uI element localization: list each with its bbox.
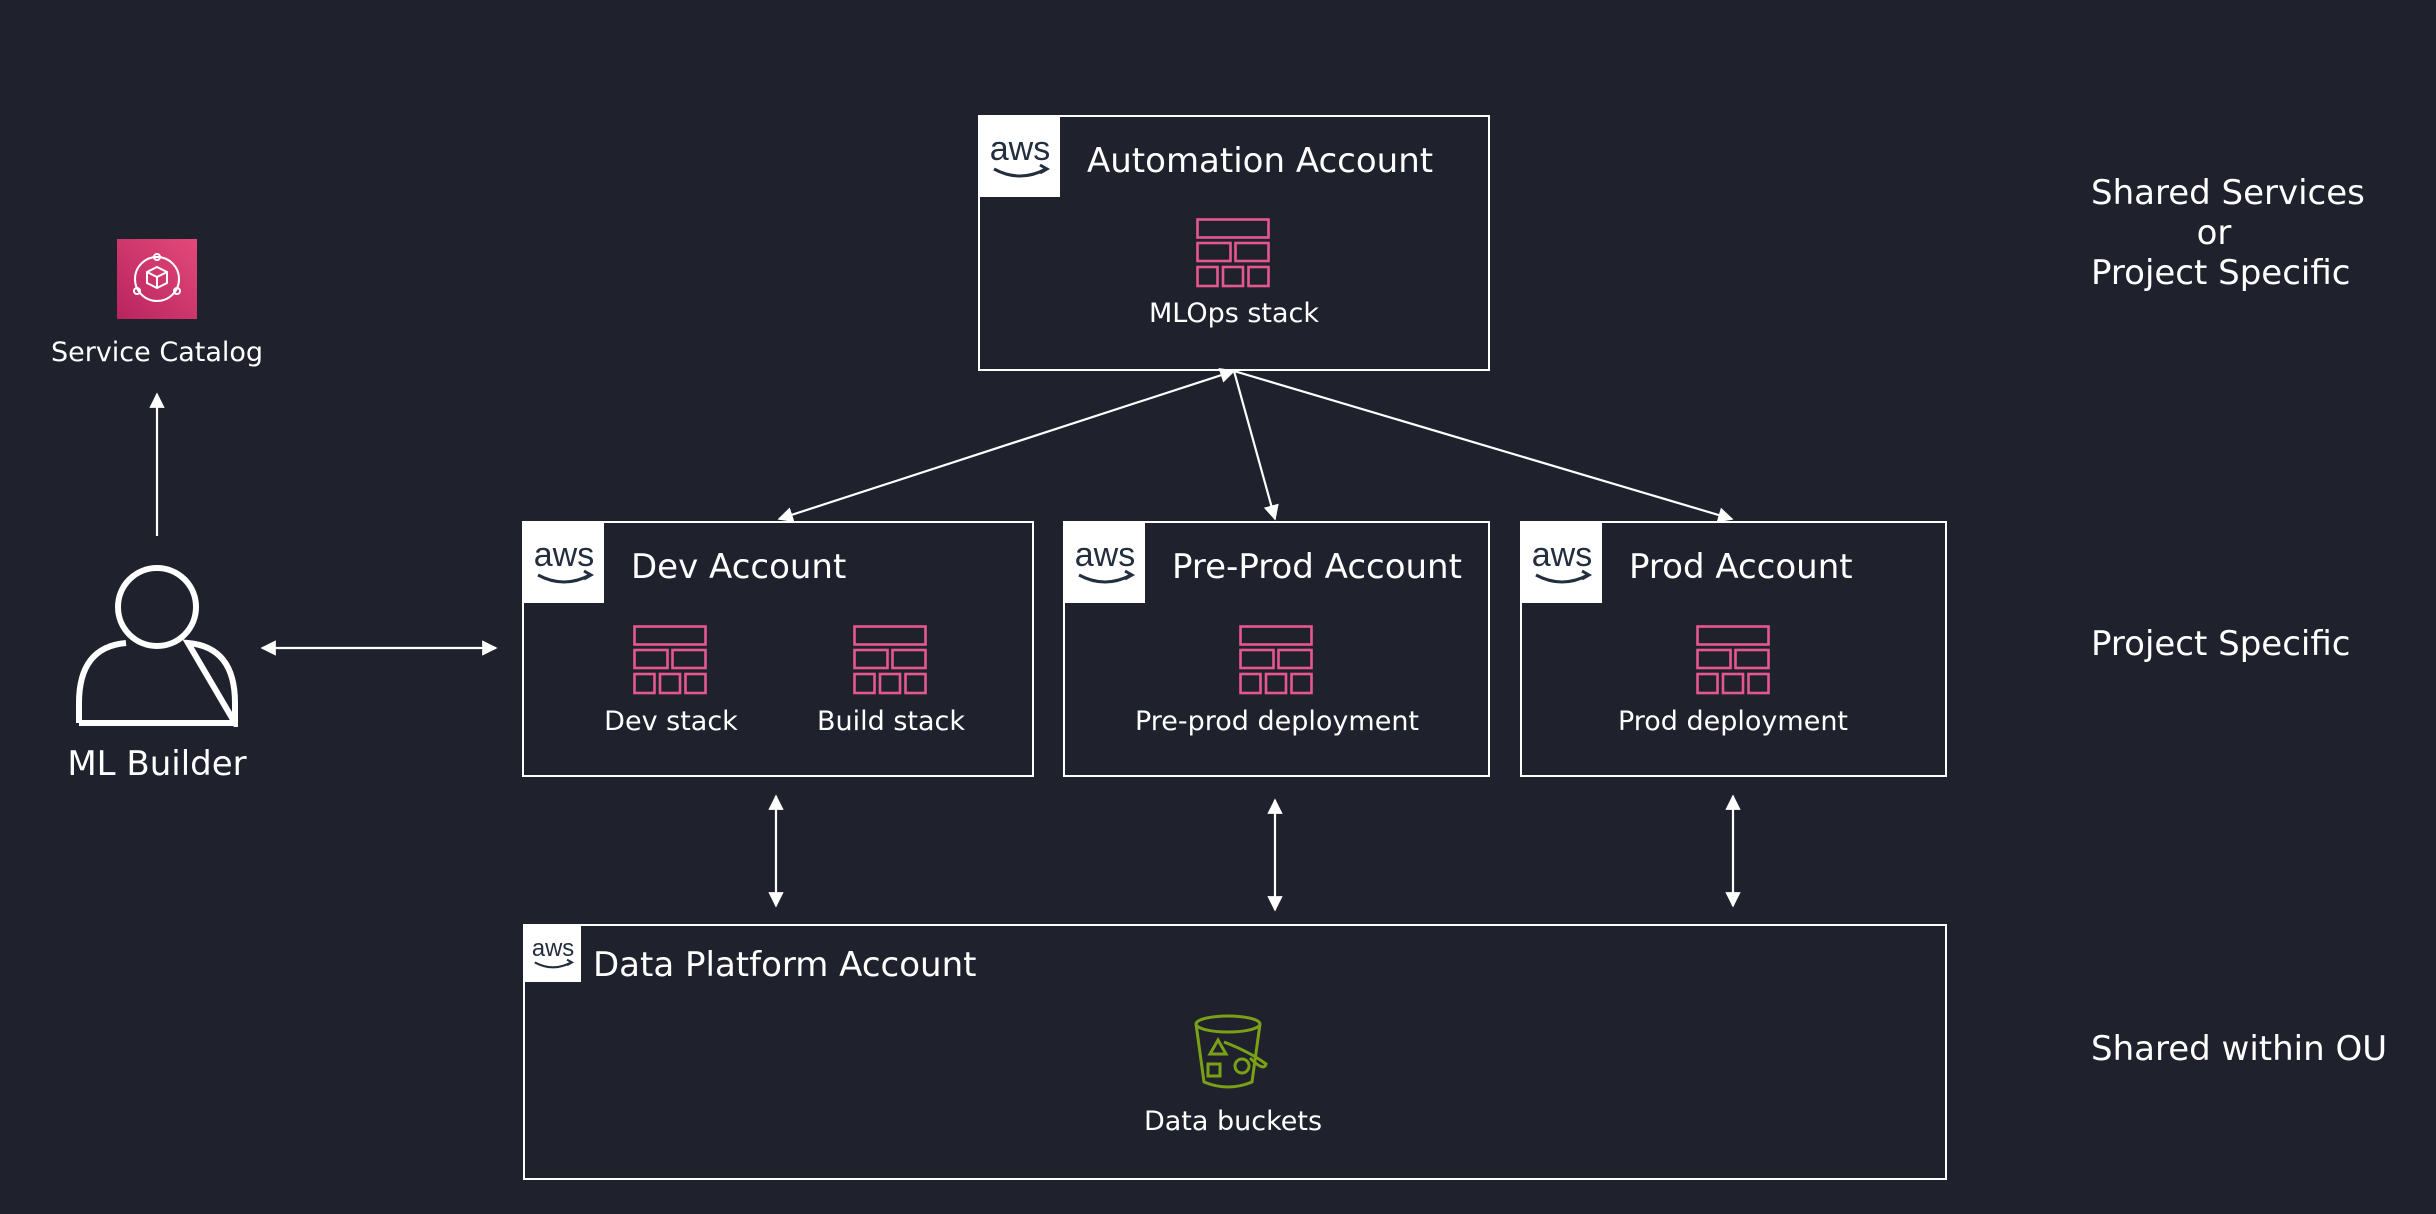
service-catalog-icon [117, 239, 197, 319]
service-catalog-label: Service Catalog [50, 337, 264, 368]
aws-logo-icon: aws [524, 523, 604, 603]
svg-text:aws: aws [1532, 536, 1592, 574]
tier-label-top: Shared Services or Project Specific [2091, 173, 2365, 293]
build-stack-icon [853, 625, 927, 695]
data-platform-account-title: Data Platform Account [593, 945, 977, 985]
prod-account-box: aws Prod Account [1520, 521, 1947, 777]
data-buckets-label: Data buckets [1143, 1106, 1323, 1137]
svg-text:aws: aws [1075, 536, 1135, 574]
aws-logo-icon: aws [1065, 523, 1145, 603]
dev-account-box: aws Dev Account [522, 521, 1034, 777]
aws-logo-icon: aws [525, 926, 581, 982]
mlops-stack-label: MLOps stack [1148, 298, 1320, 329]
mlops-stack-icon [1196, 218, 1270, 288]
arrow-automation-preprod [1232, 370, 1279, 521]
svg-text:aws: aws [534, 536, 594, 574]
prod-deployment-label: Prod deployment [1617, 706, 1849, 737]
preprod-account-title: Pre-Prod Account [1172, 547, 1462, 587]
dev-stack-label: Dev stack [604, 706, 738, 737]
tier-label-middle: Project Specific [2091, 624, 2351, 664]
build-stack-label: Build stack [816, 706, 966, 737]
ml-builder-label: ML Builder [67, 744, 247, 784]
user-icon [76, 565, 238, 727]
preprod-deployment-label: Pre-prod deployment [1134, 706, 1420, 737]
aws-logo-icon: aws [1522, 523, 1602, 603]
svg-text:aws: aws [532, 935, 574, 962]
dev-stack-icon [633, 625, 707, 695]
automation-account-title: Automation Account [1087, 141, 1434, 181]
preprod-account-box: aws Pre-Prod Account [1063, 521, 1490, 777]
aws-logo-icon: aws [980, 117, 1060, 197]
prod-account-title: Prod Account [1629, 547, 1853, 587]
prod-stack-icon [1696, 625, 1770, 695]
arrow-automation-dev [777, 367, 1236, 523]
automation-account-box: aws Automation Account [978, 115, 1490, 371]
arrow-automation-prod [1233, 369, 1734, 523]
tier-label-top-line2: or [2196, 213, 2232, 253]
tier-label-bottom: Shared within OU [2091, 1029, 2388, 1069]
svg-text:aws: aws [990, 130, 1050, 168]
data-platform-account-box: aws Data Platform Account [523, 924, 1947, 1180]
s3-bucket-icon [1194, 1014, 1268, 1089]
dev-account-title: Dev Account [631, 547, 847, 587]
tier-label-top-line1: Shared Services [2091, 173, 2365, 213]
preprod-stack-icon [1239, 625, 1313, 695]
tier-label-top-line3: Project Specific [2091, 253, 2351, 293]
